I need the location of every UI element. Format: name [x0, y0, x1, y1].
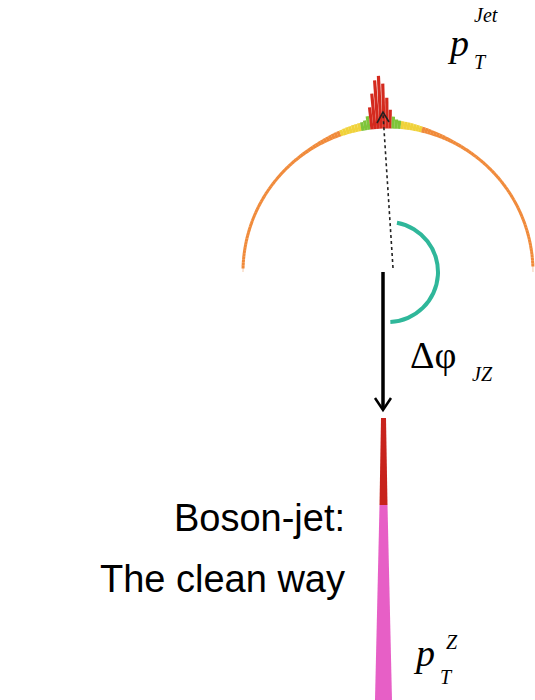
energy-bar	[530, 254, 533, 258]
superscript: Jet	[474, 5, 497, 25]
energy-bar	[242, 262, 245, 265]
caption-text: Boson-jet: The clean way	[95, 488, 345, 610]
energy-bar	[243, 250, 246, 254]
energy-bar	[242, 259, 245, 262]
arrow-head	[377, 112, 389, 123]
jet-energy-deposits	[242, 76, 535, 269]
superscript: Z	[446, 632, 457, 652]
energy-bar	[385, 98, 388, 129]
energy-bar	[531, 257, 534, 260]
arrow-head	[375, 398, 391, 410]
boson-arrow	[381, 272, 385, 408]
energy-bar	[242, 265, 245, 268]
momentum-symbol: p	[416, 634, 435, 672]
boson-spike-pink	[375, 505, 392, 700]
momentum-symbol: p	[450, 24, 469, 62]
boson-spike-red	[380, 418, 388, 505]
subscript: T	[440, 667, 451, 687]
energy-bar	[391, 117, 395, 129]
energy-bar	[530, 251, 533, 255]
angle-symbol: Δφ	[410, 336, 456, 374]
energy-bar	[388, 110, 391, 129]
jet-direction-arrow	[383, 114, 393, 268]
energy-bar	[242, 253, 245, 257]
subscript: JZ	[472, 364, 492, 384]
energy-bar	[531, 260, 534, 263]
angle-arc	[390, 221, 440, 324]
energy-bar	[242, 256, 245, 259]
energy-bar	[530, 248, 533, 252]
subscript: T	[474, 52, 485, 72]
energy-bar	[531, 263, 534, 266]
